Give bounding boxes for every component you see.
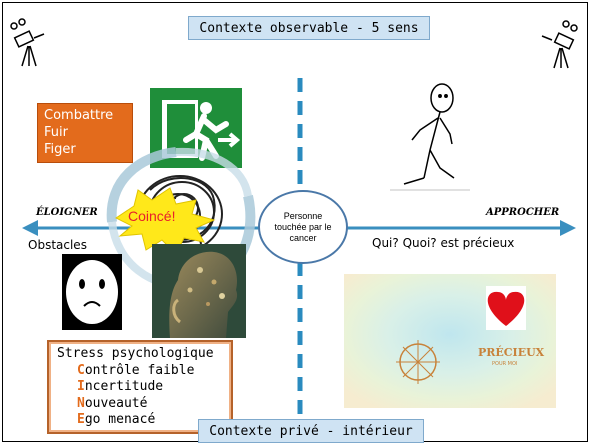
arrow-left-head xyxy=(22,220,38,236)
walking-stick-figure-icon xyxy=(390,83,470,191)
reaction-fight: Combattre xyxy=(44,108,114,123)
mosaic-head-image xyxy=(152,244,246,338)
arrow-right-head xyxy=(560,220,576,236)
stuck-label: Coincé! xyxy=(128,208,176,224)
sad-face-icon xyxy=(62,254,122,330)
person-center-label: Personne touchée par le cancer xyxy=(274,210,332,243)
obstacles-label: Obstacles xyxy=(28,238,87,252)
stuck-burst-shape xyxy=(115,187,216,255)
private-context-label: Contexte privé - intérieur xyxy=(198,419,424,443)
stress-item-uncertainty: Incertitude xyxy=(77,379,164,394)
reaction-freeze: Figer xyxy=(44,142,76,157)
precious-image-title: PRÉCIEUX xyxy=(478,346,545,359)
precious-question-label: Qui? Quoi? est précieux xyxy=(372,236,515,250)
stress-item-control: Contrôle faible xyxy=(77,362,195,378)
stress-heading: Stress psychologique xyxy=(57,346,214,361)
observable-context-label: Contexte observable - 5 sens xyxy=(188,16,430,40)
reaction-flee: Fuir xyxy=(44,125,68,140)
precious-image-subtitle: POUR MOI xyxy=(492,361,518,367)
stress-item-ego: Ego menacé xyxy=(77,412,156,427)
toward-label: APPROCHER xyxy=(486,207,560,218)
heart-icon xyxy=(486,286,526,330)
camera-icon-left xyxy=(10,18,45,67)
stress-item-novelty: Nouveauté xyxy=(77,395,148,411)
away-label: ÉLOIGNER xyxy=(36,207,98,218)
person-center-node: Personne touchée par le cancer xyxy=(258,190,348,264)
reactions-box: Combattre Fuir Figer xyxy=(37,103,133,163)
camera-icon-right xyxy=(541,20,578,69)
psychological-stress-box: Stress psychologique Contrôle faible Inc… xyxy=(47,340,233,434)
